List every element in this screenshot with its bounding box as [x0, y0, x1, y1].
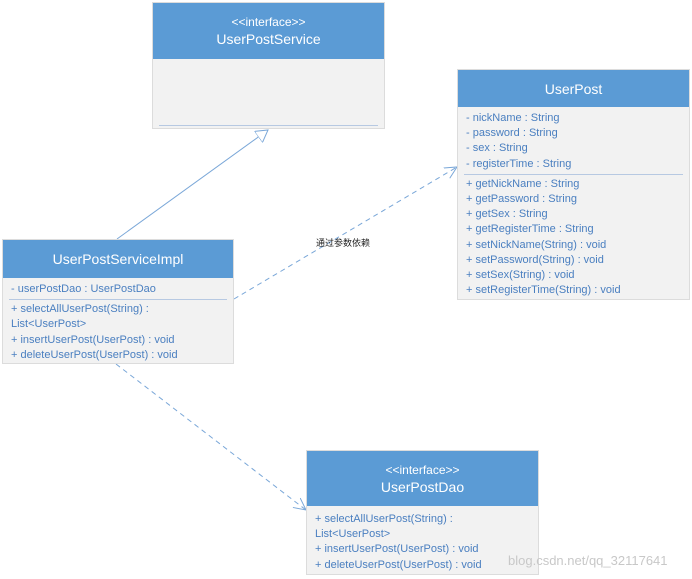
- compartment-divider: [9, 299, 227, 301]
- attribute: - userPostDao : UserPostDao: [11, 283, 156, 295]
- method: + getNickName : String: [466, 177, 580, 190]
- method-list: + selectAllUserPost(String) : List<UserP…: [307, 507, 538, 575]
- class-header: UserPostServiceImpl: [3, 240, 233, 278]
- class-header: <<interface>> UserPostService: [153, 3, 384, 59]
- method-list: + getNickName : String + getPassword : S…: [458, 175, 689, 301]
- class-name: UserPostService: [216, 31, 321, 47]
- method: + getPassword : String: [466, 193, 577, 206]
- method: List<UserPost>: [11, 318, 87, 331]
- class-user-post-dao: <<interface>> UserPostDao + selectAllUse…: [306, 450, 539, 575]
- class-name: UserPost: [544, 80, 603, 97]
- attribute-list: - nickName : String - password : String …: [458, 107, 689, 174]
- attribute: - registerTime : String: [466, 157, 572, 170]
- method: + setSex(String) : void: [466, 269, 575, 282]
- method: + insertUserPost(UserPost) : void: [315, 543, 479, 556]
- class-header: <<interface>> UserPostDao: [307, 451, 538, 506]
- watermark: blog.csdn.net/qq_32117641: [508, 553, 668, 568]
- class-name: UserPostServiceImpl: [52, 251, 184, 267]
- class-user-post-service-impl: UserPostServiceImpl - userPostDao : User…: [2, 239, 234, 364]
- method-list: + selectAllUserPost(String) : List<UserP…: [3, 300, 233, 365]
- method: + setRegisterTime(String) : void: [466, 284, 621, 297]
- class-name: UserPostDao: [380, 478, 465, 495]
- compartment-divider: [159, 125, 378, 126]
- attribute-list: - userPostDao : UserPostDao: [3, 278, 233, 299]
- dependency-line-userpost: [233, 167, 457, 300]
- method: + getRegisterTime : String: [466, 223, 594, 236]
- method: + setPassword(String) : void: [466, 253, 604, 266]
- compartment-divider: [464, 173, 683, 175]
- attribute: - password : String: [466, 127, 558, 140]
- class-stereotype: <<interface>>: [385, 462, 460, 477]
- dependency-line-dao: [115, 363, 306, 510]
- class-user-post-service: <<interface>> UserPostService: [152, 2, 385, 129]
- attribute: - nickName : String: [466, 112, 560, 124]
- realization-line: [116, 130, 268, 240]
- method: + setNickName(String) : void: [466, 238, 607, 251]
- method: + selectAllUserPost(String) :: [11, 303, 149, 316]
- class-header: UserPost: [458, 70, 689, 107]
- method: + deleteUserPost(UserPost) : void: [11, 348, 178, 361]
- method: List<UserPost>: [315, 528, 391, 541]
- class-user-post: UserPost - nickName : String - password …: [457, 69, 690, 300]
- attribute: - sex : String: [466, 142, 528, 155]
- method: + insertUserPost(UserPost) : void: [11, 333, 175, 346]
- class-stereotype: <<interface>>: [231, 15, 306, 29]
- method: + getSex : String: [466, 208, 548, 221]
- method: + selectAllUserPost(String) :: [315, 513, 453, 525]
- dependency-label: 通过参数依赖: [316, 238, 371, 248]
- method: + deleteUserPost(UserPost) : void: [315, 558, 482, 571]
